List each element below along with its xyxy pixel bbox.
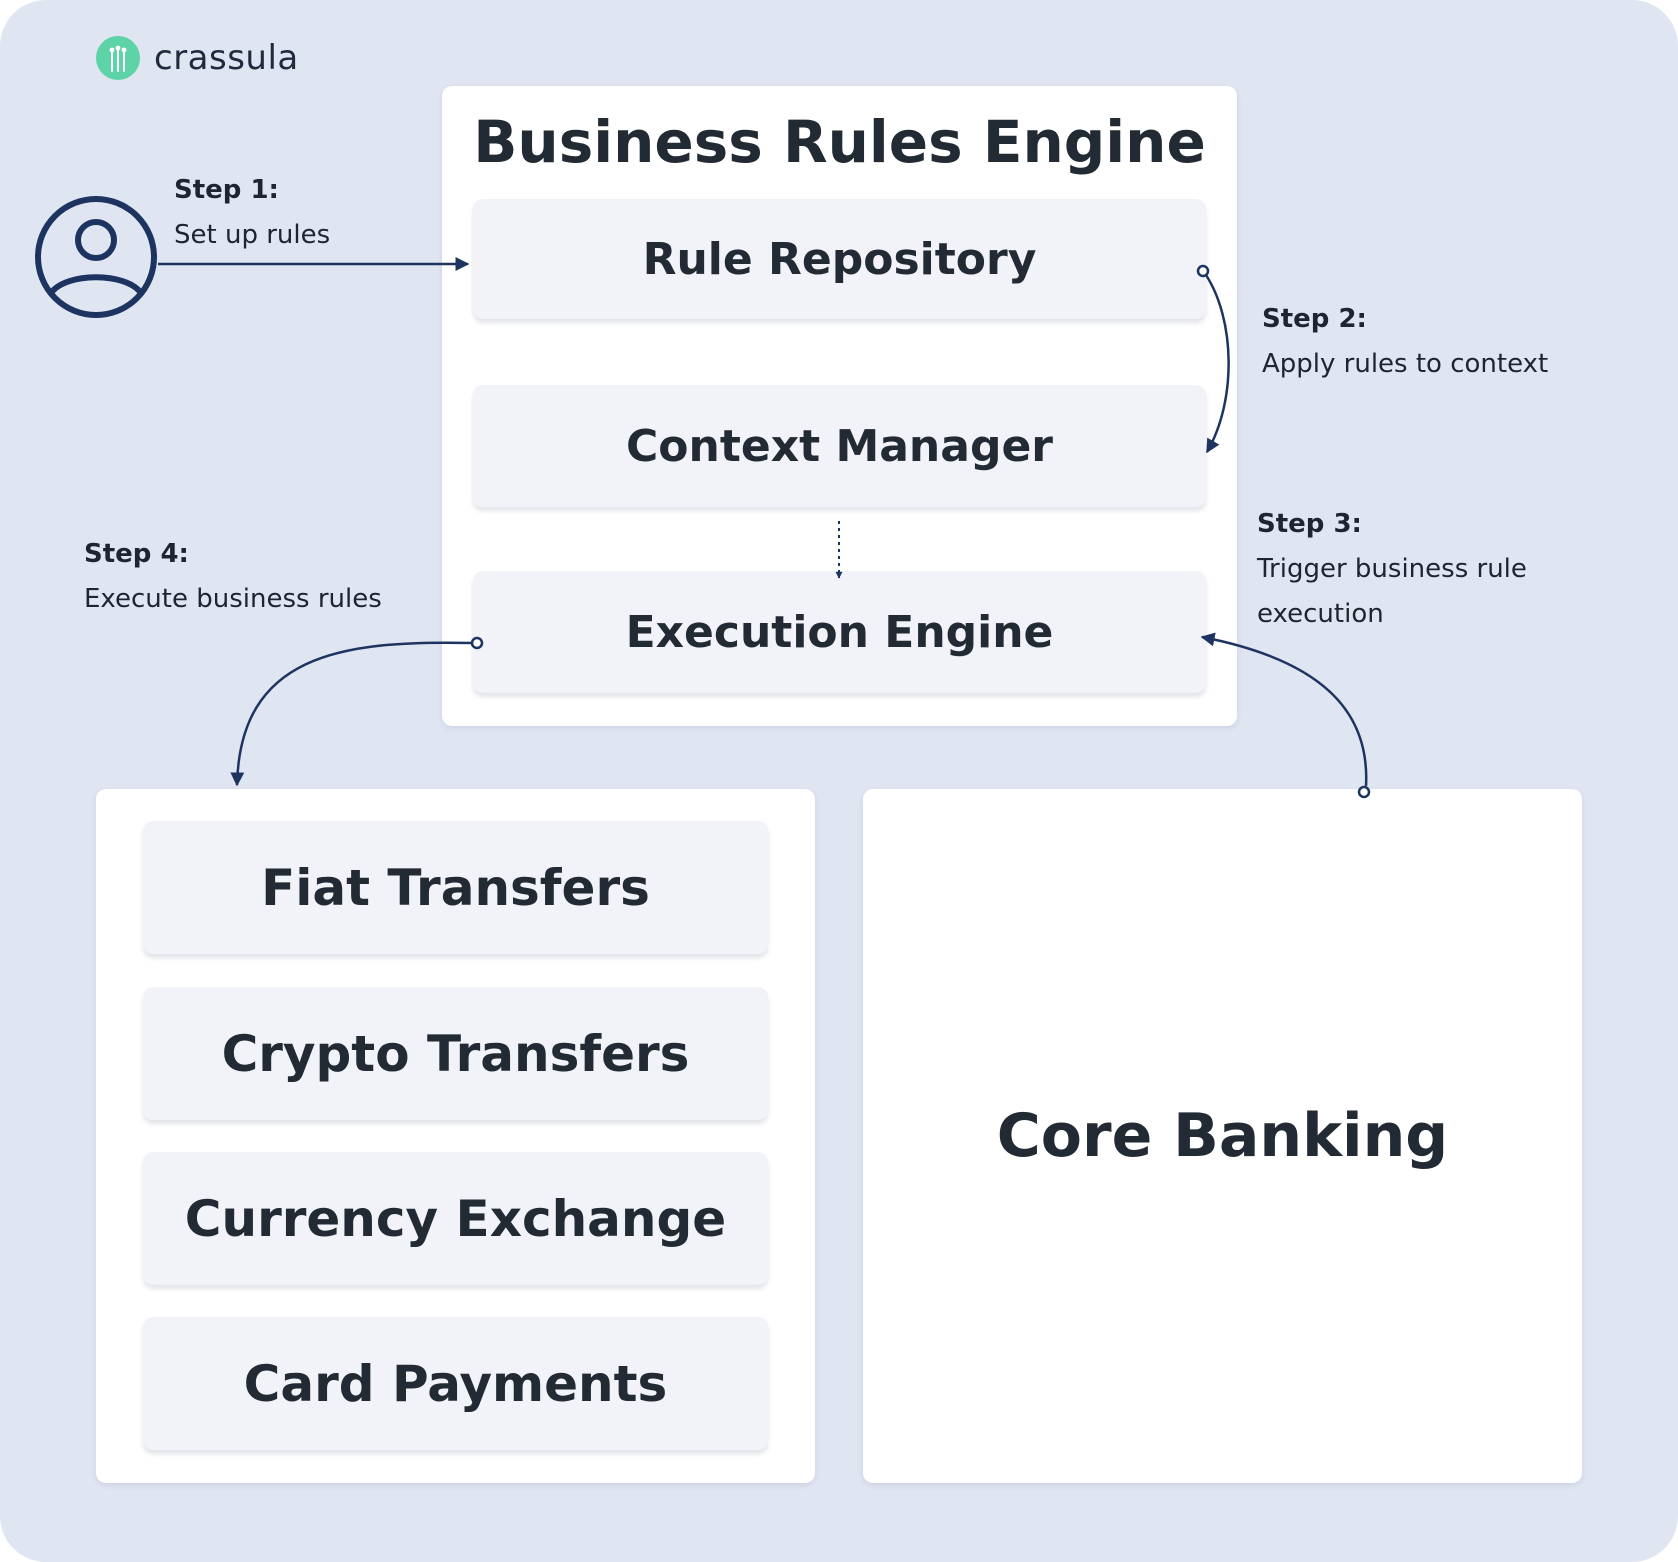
context-manager-card: Context Manager — [473, 385, 1206, 507]
step-4-text: Execute business rules — [84, 584, 382, 614]
step-1-label: Step 1: Set up rules — [174, 168, 330, 258]
step-4-title: Step 4: — [84, 539, 189, 569]
step-3-title: Step 3: — [1257, 509, 1362, 539]
brand-name: crassula — [154, 38, 299, 78]
core-banking-label: Core Banking — [996, 1101, 1449, 1171]
execution-engine-card: Execution Engine — [473, 571, 1206, 693]
currency-exchange-card: Currency Exchange — [143, 1152, 768, 1285]
step-4-label: Step 4: Execute business rules — [84, 532, 382, 622]
step-2-label: Step 2: Apply rules to context — [1262, 297, 1548, 387]
step-4-arrow-origin — [470, 636, 484, 650]
step-2-arrow — [1204, 274, 1230, 454]
step-2-arrow-origin — [1196, 264, 1210, 278]
fiat-transfers-card: Fiat Transfers — [143, 821, 768, 954]
step-4-arrow — [230, 641, 473, 787]
step-1-title: Step 1: — [174, 175, 279, 205]
step-3-arrow — [1200, 632, 1368, 787]
engine-title: Business Rules Engine — [473, 108, 1206, 176]
brand-logo: crassula — [96, 34, 299, 82]
step-3-arrow-origin — [1357, 785, 1371, 799]
card-payments-card: Card Payments — [143, 1317, 768, 1450]
step-3-text-line-2: execution — [1257, 599, 1384, 629]
user-avatar-icon — [35, 196, 157, 318]
core-banking-panel: Core Banking — [863, 789, 1582, 1483]
crypto-transfers-card: Crypto Transfers — [143, 987, 768, 1120]
step-1-text: Set up rules — [174, 220, 331, 250]
step-3-text-line-1: Trigger business rule — [1257, 554, 1527, 584]
step-3-label: Step 3: Trigger business rule execution — [1257, 502, 1527, 637]
rule-repository-card: Rule Repository — [473, 199, 1206, 319]
crassula-logo-icon — [96, 36, 140, 80]
step-2-title: Step 2: — [1262, 304, 1367, 334]
step-2-text: Apply rules to context — [1262, 349, 1549, 379]
